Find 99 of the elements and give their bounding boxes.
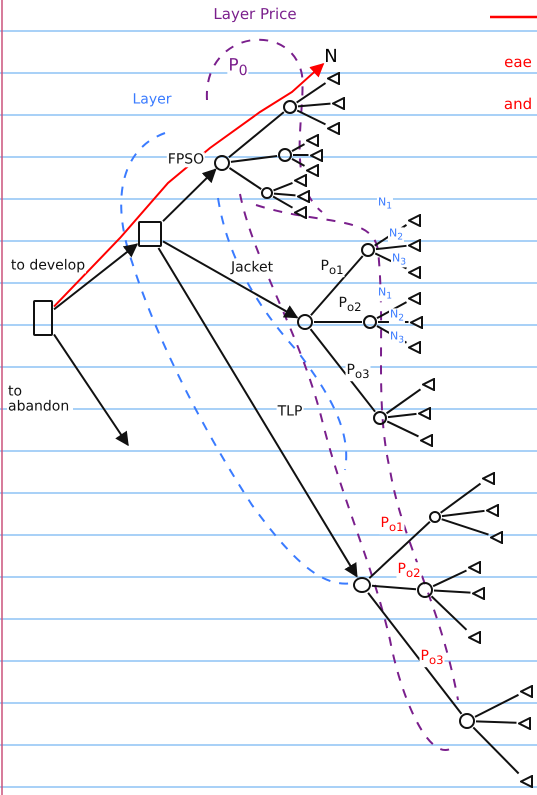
branch-line (440, 482, 482, 514)
edge-label: to develop (10, 258, 86, 274)
edge-label: P$_{o1}$ (320, 259, 344, 277)
chance-circle (373, 411, 387, 425)
end-triangle (294, 206, 306, 218)
edge-label: N$_{3}$ (390, 252, 408, 268)
chance-circle (283, 100, 297, 114)
branch-line (273, 182, 293, 192)
end-triangle (518, 716, 530, 730)
arrow (162, 168, 217, 222)
branch-line (388, 412, 417, 418)
branch-line (368, 521, 431, 579)
chance-circle (363, 315, 377, 329)
note-label: Layer (131, 92, 173, 108)
edge-label: N$_{1}$ (376, 286, 394, 302)
end-triangle (408, 340, 420, 354)
edge-label: P$_{o3}$ (346, 363, 370, 381)
branch-line (230, 155, 278, 163)
end-triangle (408, 292, 420, 304)
edge-label: P$_{o3}$ (420, 649, 444, 667)
edge-label: FPSO (166, 152, 206, 168)
branch-line (293, 154, 308, 156)
edge-label: N$_{3}$ (388, 330, 406, 346)
branch-line (274, 192, 296, 196)
chance-circle (417, 582, 433, 598)
chance-circle (214, 155, 230, 171)
chance-circle (297, 314, 313, 330)
branch-line (272, 196, 293, 209)
end-triangle (520, 774, 532, 788)
chance-circle (353, 577, 371, 593)
chance-circle (261, 187, 273, 199)
branch-line (310, 328, 376, 412)
branch-line (442, 510, 485, 518)
end-triangle (408, 238, 420, 252)
branch-line (372, 584, 416, 590)
end-triangle (332, 96, 344, 110)
end-triangle (482, 472, 494, 484)
end-triangle (490, 530, 502, 544)
branch-line (314, 321, 362, 323)
chance-circle (459, 713, 475, 729)
end-triangle (418, 406, 430, 420)
node-label: N (324, 46, 338, 68)
branch-line (376, 244, 407, 250)
end-triangle (420, 434, 432, 446)
branch-line (292, 158, 305, 167)
branch-line (386, 420, 419, 438)
branch-line (367, 592, 462, 714)
branch-line (476, 720, 517, 724)
branch-line (310, 255, 364, 316)
arrow (53, 334, 129, 446)
edge-label: Jacket (230, 260, 274, 276)
arrow (53, 243, 138, 310)
arrow (158, 247, 358, 578)
end-triangle (468, 630, 480, 644)
end-triangle (310, 148, 322, 162)
end-triangle (422, 378, 434, 390)
end-triangle (486, 504, 498, 516)
edge-label: P$_{o2}$ (338, 296, 362, 314)
note-label: and (502, 96, 534, 112)
end-triangle (306, 164, 318, 176)
branch-line (292, 143, 305, 152)
end-triangle (326, 122, 340, 134)
chance-circle (278, 148, 292, 162)
branch-line (472, 726, 520, 774)
chance-circle (361, 243, 375, 257)
edge-label: P$_{o2}$ (396, 562, 422, 580)
branch-line (228, 167, 262, 190)
branch-line (441, 518, 489, 536)
branch-line (386, 388, 422, 414)
end-triangle (326, 72, 340, 84)
branch-line (432, 570, 467, 588)
branch-line (296, 110, 326, 126)
branch-line (228, 111, 284, 158)
end-triangle (520, 684, 532, 698)
decision-box (33, 300, 53, 336)
end-triangle (410, 316, 422, 328)
branch-line (376, 301, 407, 320)
note-label: Layer Price (212, 6, 298, 22)
arrow (53, 63, 324, 308)
branch-line (430, 596, 468, 631)
edge-label: N$_{2}$ (388, 308, 406, 324)
arrow (162, 240, 298, 318)
edge-label: N$_{2}$ (388, 227, 404, 243)
end-triangle (296, 190, 310, 202)
end-triangle (306, 134, 318, 146)
end-triangle (408, 214, 420, 226)
branch-line (296, 82, 326, 104)
end-triangle (472, 586, 484, 600)
decision-box (138, 221, 162, 247)
edge-label: P$_{o1}$ (380, 516, 404, 534)
branch-line (378, 321, 408, 323)
end-triangle (294, 174, 306, 186)
branch-line (298, 102, 331, 108)
branch-line (374, 252, 407, 270)
branch-line (474, 694, 519, 718)
branch-line (434, 590, 471, 594)
end-triangle (468, 560, 480, 574)
end-triangle (408, 266, 420, 278)
chance-circle (429, 511, 441, 523)
